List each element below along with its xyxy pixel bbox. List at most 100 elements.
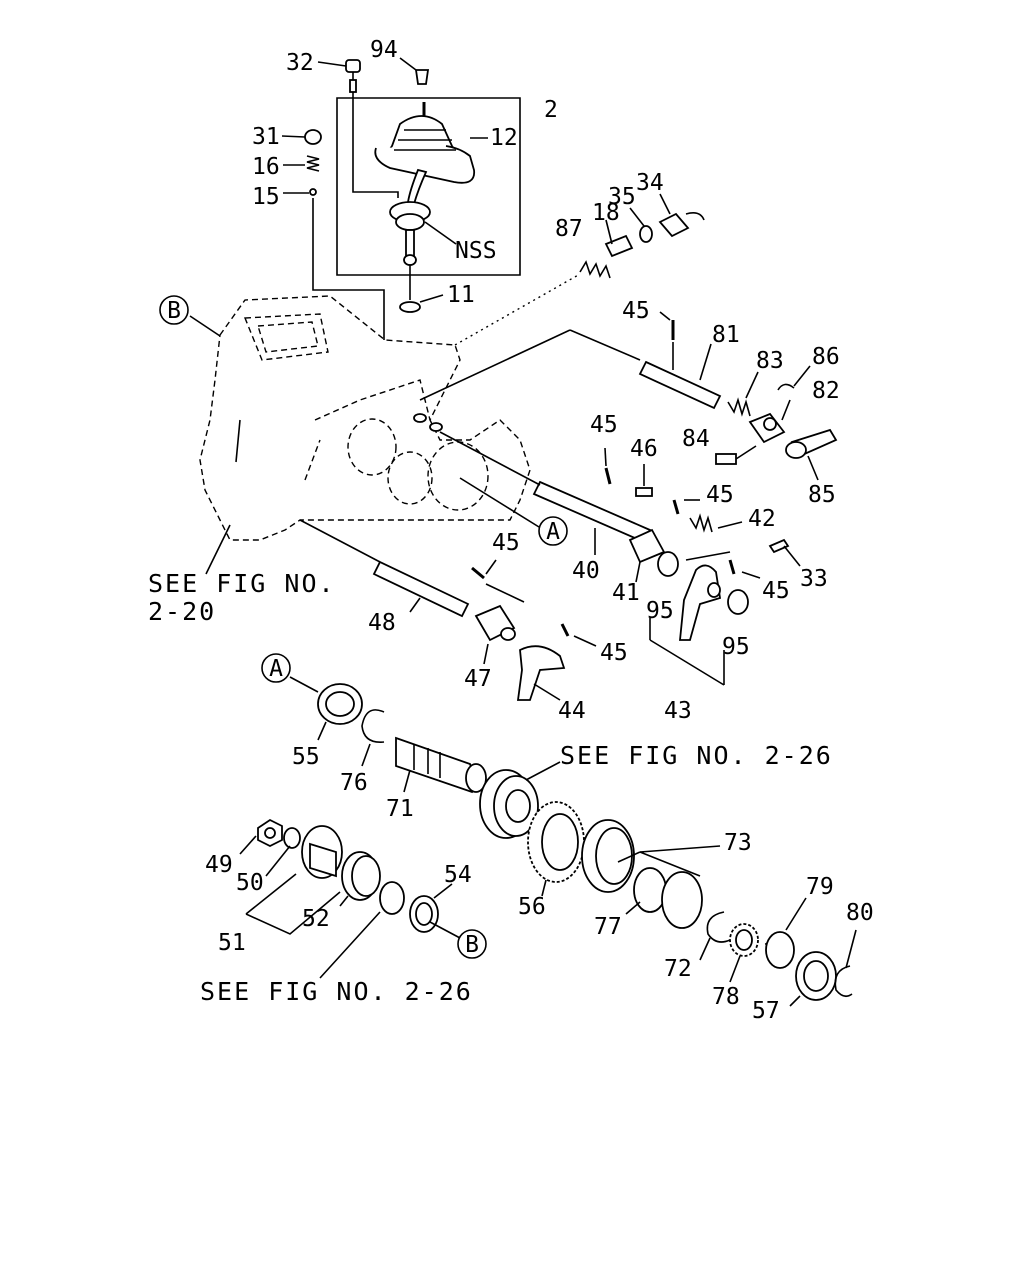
needle-bearing-78 xyxy=(729,923,759,983)
label-78: 78 xyxy=(712,984,740,1010)
label-79: 79 xyxy=(806,874,834,900)
marker-b-bottom: B xyxy=(457,929,487,959)
marker-a-left-text: A xyxy=(269,656,283,682)
label-48: 48 xyxy=(368,610,396,636)
seal-ring-lower xyxy=(319,881,405,979)
label-2: 2 xyxy=(544,97,558,123)
ring-73-group xyxy=(581,819,721,929)
label-50: 50 xyxy=(236,870,264,896)
bushing-95b xyxy=(727,589,749,615)
shift-rod-48 xyxy=(299,519,470,618)
label-71: 71 xyxy=(386,796,414,822)
label-87: 87 xyxy=(555,216,583,242)
label-46: 46 xyxy=(630,436,658,462)
label-45b: 45 xyxy=(590,412,618,438)
label-42: 42 xyxy=(748,506,776,532)
label-54: 54 xyxy=(444,862,472,888)
pin-45e xyxy=(471,559,525,603)
shifter-group-box xyxy=(336,97,521,276)
marker-a-mid-text: A xyxy=(546,519,560,545)
label-51: 51 xyxy=(218,930,246,956)
label-45d: 45 xyxy=(762,578,790,604)
nut-49 xyxy=(239,818,283,855)
marker-a-mid: A xyxy=(459,477,568,546)
marker-b-top: B xyxy=(159,295,189,325)
spring-16 xyxy=(283,155,320,172)
oring-11 xyxy=(399,265,444,313)
note-fig226-lower: SEE FIG NO. 2-26 xyxy=(200,977,473,1006)
part-labels: 32 94 2 12 31 16 15 NSS 87 18 35 34 11 4… xyxy=(205,37,874,1024)
label-45e: 45 xyxy=(492,530,520,556)
label-72: 72 xyxy=(664,956,692,982)
label-82: 82 xyxy=(812,378,840,404)
label-31: 31 xyxy=(252,124,280,150)
shaft-71 xyxy=(395,736,487,794)
pin-45a xyxy=(659,311,675,370)
bolt-32 xyxy=(317,59,361,93)
label-44: 44 xyxy=(558,698,586,724)
label-47: 47 xyxy=(464,666,492,692)
label-45a: 45 xyxy=(622,298,650,324)
pin-45c xyxy=(672,499,700,515)
marker-a-left: A xyxy=(261,653,291,683)
collar-52 xyxy=(339,851,381,907)
label-52: 52 xyxy=(302,906,330,932)
label-83: 83 xyxy=(756,348,784,374)
spring-83 xyxy=(727,371,759,417)
label-nss: NSS xyxy=(455,238,497,264)
label-45f: 45 xyxy=(600,640,628,666)
label-77: 77 xyxy=(594,914,622,940)
label-41: 41 xyxy=(612,580,640,606)
bearing-57 xyxy=(789,951,837,1007)
label-49: 49 xyxy=(205,852,233,878)
ball-15 xyxy=(283,188,385,340)
block-82 xyxy=(748,399,791,444)
label-73: 73 xyxy=(724,830,752,856)
figure-notes: SEE FIG NO. 2-20 SEE FIG NO. 2-26 SEE FI… xyxy=(148,569,833,1006)
label-43: 43 xyxy=(664,698,692,724)
switch-34 xyxy=(658,193,705,238)
label-16: 16 xyxy=(252,154,280,180)
label-18: 18 xyxy=(592,200,620,226)
bushing-95a xyxy=(657,551,679,577)
label-94: 94 xyxy=(370,37,398,63)
fork-44 xyxy=(516,645,566,701)
label-45c: 45 xyxy=(706,482,734,508)
washer-50 xyxy=(265,827,301,877)
collar-79 xyxy=(764,897,807,969)
flange-51 xyxy=(245,825,343,935)
washer-35 xyxy=(629,207,653,243)
pin-45d xyxy=(728,559,761,579)
plug-31 xyxy=(281,129,322,145)
nss-part xyxy=(389,201,457,266)
label-32: 32 xyxy=(286,50,314,76)
label-40: 40 xyxy=(572,558,600,584)
fork-43 xyxy=(649,551,731,686)
spring-42 xyxy=(689,513,743,533)
label-95a: 95 xyxy=(646,598,674,624)
note-fig220-line2: 2-20 xyxy=(148,597,216,626)
lever-85 xyxy=(785,428,838,481)
note-fig220-line1: SEE FIG NO. xyxy=(148,569,336,598)
pin-18 xyxy=(604,219,634,258)
label-76: 76 xyxy=(340,770,368,796)
label-15: 15 xyxy=(252,184,280,210)
block-47 xyxy=(474,604,516,665)
gear-56 xyxy=(527,801,585,897)
shift-rod-81 xyxy=(419,329,722,410)
label-86: 86 xyxy=(812,344,840,370)
note-fig226-upper: SEE FIG NO. 2-26 xyxy=(560,741,833,770)
block-41 xyxy=(628,528,666,583)
pin-33 xyxy=(768,538,801,567)
pin-45f xyxy=(560,623,597,647)
label-57: 57 xyxy=(752,998,780,1024)
label-84: 84 xyxy=(682,426,710,452)
pin-45b xyxy=(604,447,612,485)
pin-46 xyxy=(635,464,653,497)
label-95b: 95 xyxy=(722,634,750,660)
label-85: 85 xyxy=(808,482,836,508)
marker-b-top-text: B xyxy=(167,298,181,324)
label-12: 12 xyxy=(490,125,518,151)
snap-ring-80 xyxy=(834,929,857,998)
